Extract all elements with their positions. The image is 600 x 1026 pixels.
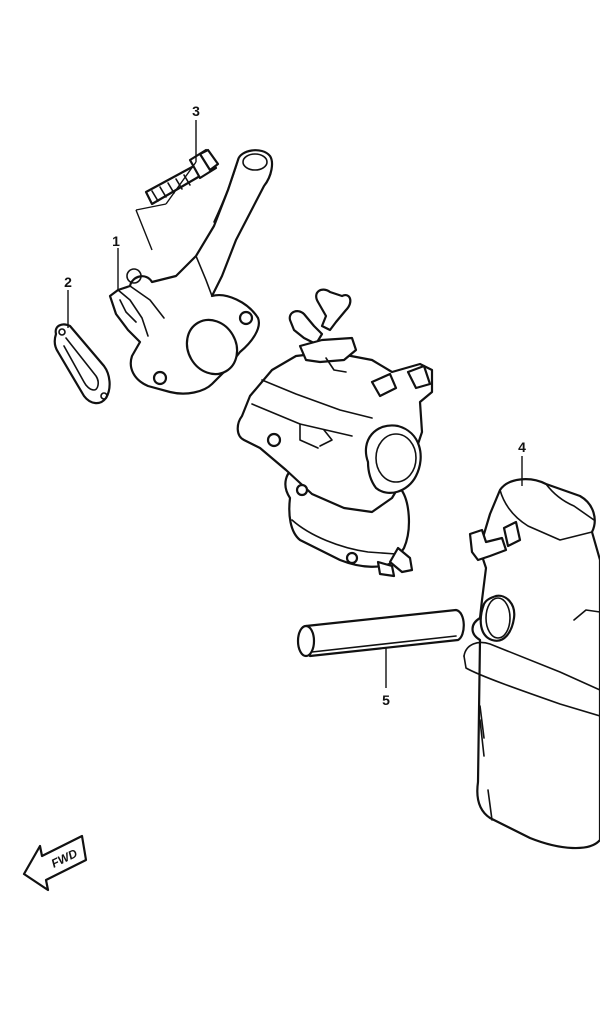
callout-1: 1 — [112, 233, 120, 249]
callout-5: 5 — [382, 692, 390, 708]
gasket-part-2[interactable] — [53, 323, 111, 405]
fwd-direction-arrow: FWD — [22, 834, 88, 892]
hose-part-5[interactable] — [296, 608, 465, 658]
leader-line-3b — [135, 203, 167, 211]
carburetor-assembly[interactable] — [236, 288, 434, 578]
silencer-part-4[interactable] — [463, 478, 600, 850]
callout-3: 3 — [192, 103, 200, 119]
callout-4: 4 — [518, 439, 526, 455]
leader-lines — [67, 120, 523, 688]
intake-manifold-part-1[interactable] — [108, 149, 274, 395]
callout-labels: 1 2 3 4 5 — [64, 103, 526, 708]
bolt-part-3[interactable] — [144, 148, 220, 206]
leader-line-3 — [135, 120, 197, 251]
callout-2: 2 — [64, 274, 72, 290]
